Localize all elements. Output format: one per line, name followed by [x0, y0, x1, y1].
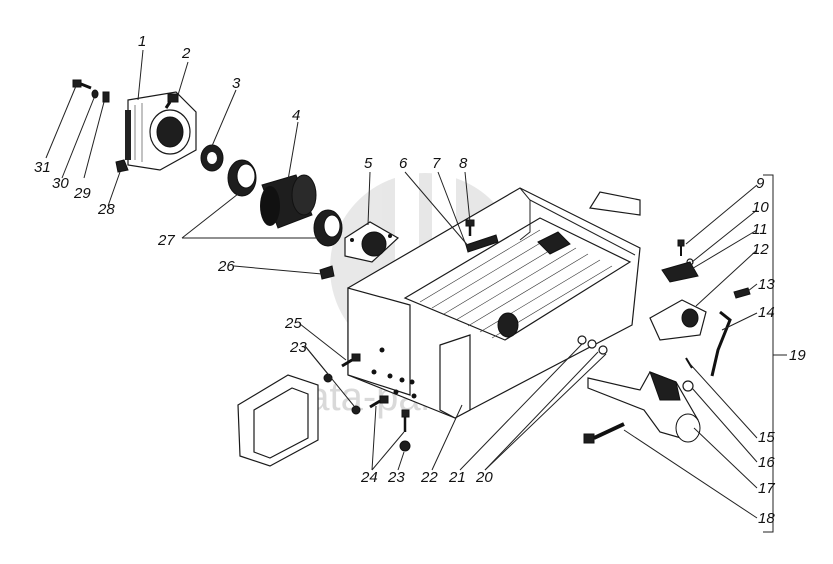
- callout-19: 19: [789, 347, 806, 364]
- callout-29: 29: [73, 185, 91, 202]
- bolt-25: [341, 353, 361, 368]
- housing-1: [125, 91, 197, 171]
- callout-8: 8: [459, 155, 468, 172]
- callout-28: 28: [97, 201, 115, 218]
- plate-29: [102, 91, 110, 103]
- callout-15: 15: [758, 429, 775, 446]
- arm-17: [587, 371, 701, 443]
- bolt-18: [583, 422, 625, 444]
- callout-labels: 1 2 3 4 5 6 7 8 9 10 11 12 13 14 15 16 1…: [34, 33, 806, 527]
- side-plate-holes: [371, 347, 417, 399]
- callout-24: 24: [360, 469, 378, 486]
- plate-7: [465, 234, 499, 253]
- washer-20-a: [587, 339, 597, 349]
- washer-21: [577, 335, 587, 345]
- callout-5: 5: [364, 155, 373, 172]
- bolt-2: [164, 93, 179, 109]
- callout-22: 22: [420, 469, 438, 486]
- callout-1: 1: [138, 33, 146, 50]
- callout-31: 31: [34, 159, 51, 176]
- callout-7: 7: [432, 155, 441, 172]
- washer-30: [91, 89, 99, 99]
- callout-3: 3: [232, 75, 241, 92]
- pin-13: [733, 287, 751, 299]
- callout-27: 27: [157, 232, 175, 249]
- callout-23-a: 23: [289, 339, 307, 356]
- bolt-24-b: [401, 409, 410, 432]
- callout-9: 9: [756, 175, 765, 192]
- callout-16: 16: [758, 454, 775, 471]
- frame-22: [347, 187, 641, 419]
- nipple-28: [115, 159, 129, 173]
- nut-16: [682, 380, 694, 392]
- pin-15: [685, 357, 693, 369]
- nut-23-c: [399, 440, 411, 452]
- callout-30: 30: [52, 175, 69, 192]
- fitting-26: [319, 265, 335, 280]
- callout-17: 17: [758, 480, 775, 497]
- bolt-24-a: [369, 395, 389, 409]
- callout-4: 4: [292, 107, 300, 124]
- clamp-11: [661, 261, 699, 283]
- callout-26: 26: [217, 258, 235, 275]
- nut-23-b: [351, 405, 361, 415]
- bracket-19: [763, 174, 774, 533]
- callout-2: 2: [181, 45, 191, 62]
- washer-20-b: [598, 345, 608, 355]
- callout-6: 6: [399, 155, 408, 172]
- bearing-4: [260, 174, 317, 229]
- callout-18: 18: [758, 510, 775, 527]
- callout-20: 20: [475, 469, 493, 486]
- bolt-31: [72, 79, 92, 90]
- leader-lines: [45, 49, 758, 519]
- callout-12: 12: [752, 241, 769, 258]
- washer-27-b: [313, 209, 343, 247]
- frame-hole: [497, 312, 519, 338]
- flange-5: [344, 221, 400, 263]
- washer-27-a: [227, 159, 257, 197]
- bolt-9: [677, 239, 685, 256]
- callout-25: 25: [284, 315, 302, 332]
- frame-opening: [537, 231, 571, 255]
- callout-13: 13: [758, 276, 775, 293]
- callout-10: 10: [752, 199, 769, 216]
- bracket-left: [237, 374, 319, 467]
- rod-14: [710, 310, 732, 377]
- callout-21: 21: [448, 469, 466, 486]
- bracket-12: [649, 299, 707, 341]
- bearing-3: [200, 144, 224, 172]
- callout-23-b: 23: [387, 469, 405, 486]
- callout-14: 14: [758, 304, 775, 321]
- callout-11: 11: [752, 221, 768, 238]
